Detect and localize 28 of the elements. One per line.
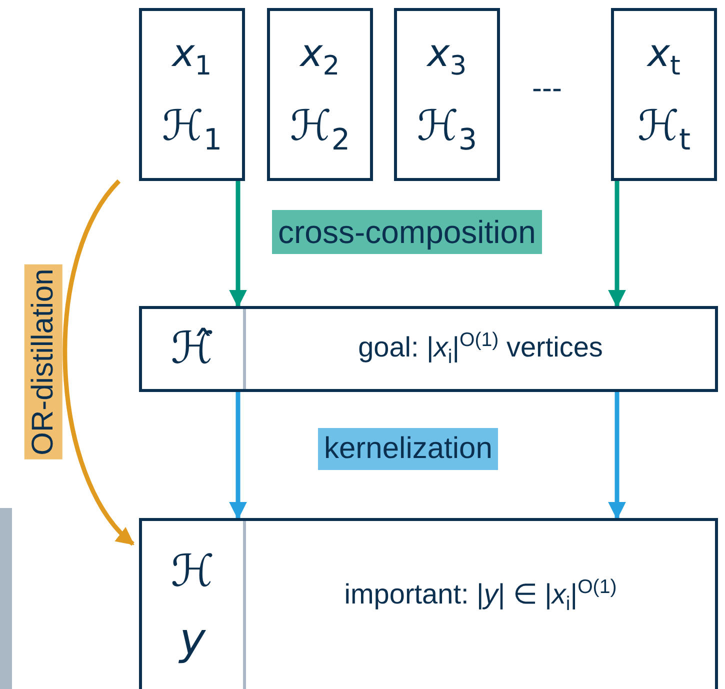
arrow [229,181,247,308]
math-symbol: x$_{1}$ [172,33,212,81]
math-symbol: ℋ$_{2}$ [290,103,350,156]
math-symbol: x$_{t}$ [648,33,680,81]
instance-box [611,8,717,181]
arrow [608,181,626,308]
math-symbol: ℋ̂ [170,324,214,374]
arrow [63,180,135,546]
instance-box [267,8,373,181]
edge-label: OR-distillation [24,264,62,460]
math-symbol: ℋ$_{3}$ [416,103,478,156]
arrow [229,392,247,520]
condition-text: important: |y| ∈ |x$_{i}$|$^{O(1)}$ [344,576,617,616]
instance-box [139,306,718,392]
step-label: kernelization [318,428,498,470]
math-symbol: ℋ$_{1}$ [162,103,222,156]
condition-text: goal: |x$_{i}$|$^{O(1)}$ vertices [358,329,603,369]
math-symbol: ℋ$_{t}$ [637,103,691,156]
instance-box [139,518,718,689]
ellipsis: --- [532,72,562,106]
instance-box [394,8,500,181]
math-symbol: x$_{2}$ [300,33,340,81]
math-symbol: x$_{3}$ [427,33,467,81]
instance-box [139,8,245,181]
step-label: cross-composition [272,210,542,254]
math-symbol: ℋ [170,548,214,596]
math-symbol: y [179,616,206,664]
arrow [608,392,626,520]
